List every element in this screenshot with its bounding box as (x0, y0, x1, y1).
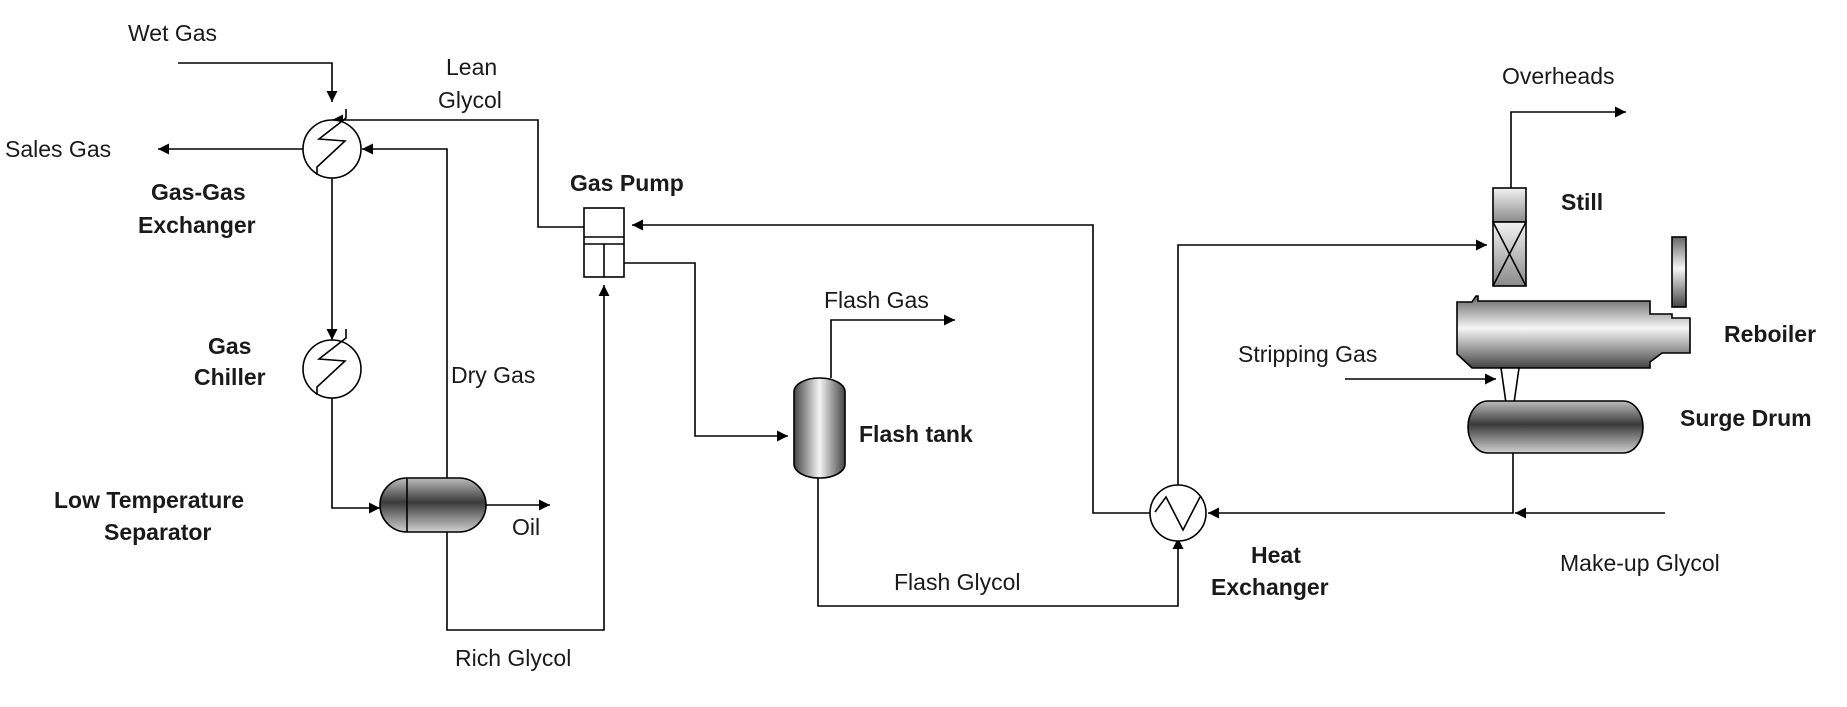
flash-tank-icon (793, 377, 846, 479)
hx-to-still-line (1177, 239, 1487, 485)
still-label: Still (1561, 189, 1603, 215)
gas-gas-exchanger-label-line1: Gas-Gas (151, 179, 246, 205)
stripping-gas-label: Stripping Gas (1238, 341, 1377, 367)
overheads-label: Overheads (1502, 63, 1615, 89)
lean-glycol-line (332, 114, 584, 228)
overheads-line (1510, 106, 1626, 188)
heat-exchanger-label-line1: Heat (1251, 542, 1301, 568)
heat-exchanger-label-line2: Exchanger (1211, 574, 1329, 600)
oil-label: Oil (512, 514, 540, 540)
lean-return-line (632, 219, 1150, 514)
reboiler-label: Reboiler (1724, 321, 1816, 347)
still-icon (1492, 187, 1527, 287)
lean-glycol-label-line2: Glycol (438, 87, 502, 113)
gas-chiller-label-line1: Gas (208, 333, 251, 359)
dry-gas-line (362, 143, 448, 478)
flash-glycol-label: Flash Glycol (894, 569, 1021, 595)
gas-chiller-icon (302, 329, 362, 399)
gas-pump-icon (583, 207, 625, 278)
lts-label-line1: Low Temperature (54, 487, 244, 513)
wet-gas-line (178, 62, 338, 102)
dry-gas-label: Dry Gas (451, 362, 535, 388)
heat-exchanger-icon (1149, 484, 1207, 542)
gas-gas-exchanger-label-line2: Exchanger (138, 212, 256, 238)
makeup-glycol-label: Make-up Glycol (1560, 550, 1720, 576)
gas-chiller-label-line2: Chiller (194, 364, 266, 390)
sales-gas-label: Sales Gas (5, 136, 111, 162)
rich-glycol-line (446, 285, 610, 631)
gas-gas-exchanger-icon (302, 109, 362, 179)
surge-drum-label: Surge Drum (1680, 405, 1812, 431)
chiller-to-lts-line (331, 398, 380, 514)
flash-gas-line (830, 314, 955, 378)
flash-glycol-line (817, 478, 1184, 607)
pump-to-flash-tank-line (604, 262, 788, 442)
lts-label-line2: Separator (104, 519, 211, 545)
wet-gas-label: Wet Gas (128, 20, 217, 46)
flash-gas-label: Flash Gas (824, 287, 929, 313)
gas-pump-label: Gas Pump (570, 170, 684, 196)
surge-drum-icon (1467, 400, 1644, 454)
reboiler-icon (1456, 236, 1691, 404)
low-temperature-separator-icon (379, 477, 487, 533)
lean-glycol-label-line1: Lean (446, 54, 497, 80)
rich-glycol-label: Rich Glycol (455, 645, 571, 671)
flash-tank-label: Flash tank (859, 421, 973, 447)
surge-to-hx-line (1208, 453, 1514, 519)
